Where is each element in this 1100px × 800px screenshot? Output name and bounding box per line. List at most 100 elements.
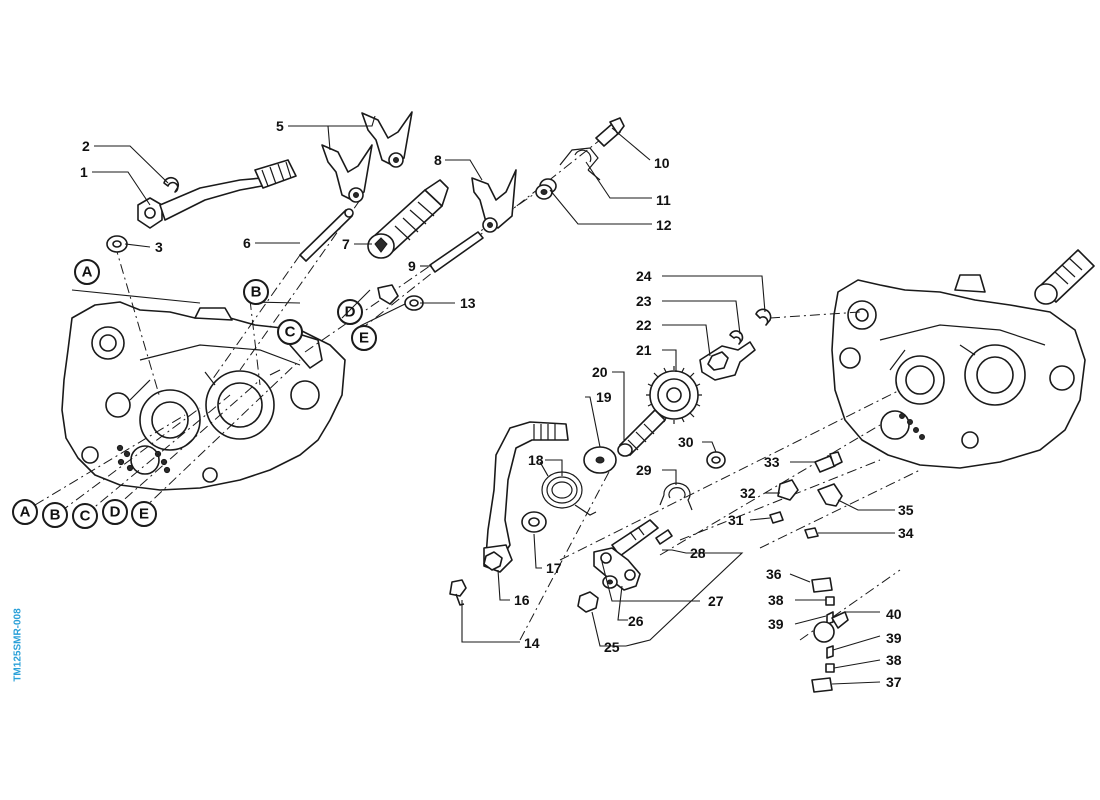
callout-33: 33 — [764, 454, 780, 470]
callout-19: 19 — [596, 389, 612, 405]
callout-25: 25 — [604, 639, 620, 655]
retaining-clip — [377, 284, 399, 305]
kickstart-lever — [483, 421, 569, 573]
callout-numbers: 1 2 3 5 6 7 8 9 10 11 12 13 14 16 17 18 … — [80, 118, 914, 690]
callout-5: 5 — [276, 118, 284, 134]
washer-26 — [602, 575, 618, 589]
callout-8: 8 — [434, 152, 442, 168]
nut-25 — [577, 591, 599, 613]
callout-7: 7 — [342, 236, 350, 252]
kickstart-return-spring — [539, 461, 597, 516]
starter-shaft-assembly — [593, 519, 659, 591]
lever-nut — [483, 551, 503, 571]
ratchet-plate — [699, 341, 756, 381]
callout-34: 34 — [898, 525, 914, 541]
left-assembly-axis-lines — [34, 139, 601, 516]
callout-40: 40 — [886, 606, 902, 622]
kickstart-gear — [646, 366, 702, 424]
bolt — [595, 117, 625, 147]
callout-23: 23 — [636, 293, 652, 309]
callout-18: 18 — [528, 452, 544, 468]
right-crankcase — [831, 274, 1086, 469]
shaft-spring — [659, 482, 693, 511]
bracket-32 — [777, 479, 799, 501]
callout-10: 10 — [654, 155, 670, 171]
callout-32: 32 — [740, 485, 756, 501]
bolt-33 — [814, 451, 843, 473]
spring-39-top — [826, 611, 834, 625]
callout-21: 21 — [636, 342, 652, 358]
callout-17: 17 — [546, 560, 562, 576]
circlip — [163, 176, 180, 193]
circlip-24 — [755, 308, 772, 326]
circlip-23 — [729, 330, 744, 345]
shift-fork-middle — [471, 169, 517, 233]
leader-lines — [92, 115, 895, 685]
callout-30: 30 — [678, 434, 694, 450]
callout-16: 16 — [514, 592, 530, 608]
pad-36 — [811, 577, 833, 593]
pad-37 — [811, 677, 833, 693]
callout-6: 6 — [243, 235, 251, 251]
spring-39-bottom — [826, 645, 834, 659]
callout-27: 27 — [708, 593, 724, 609]
left-crankcase — [61, 301, 346, 491]
letter-c-bottom: C — [80, 508, 91, 525]
callout-37: 37 — [886, 674, 902, 690]
shaft-bushing — [706, 451, 726, 469]
screw-34 — [804, 527, 819, 539]
callout-22: 22 — [636, 317, 652, 333]
callout-1: 1 — [80, 164, 88, 180]
spacer-38-bottom — [825, 663, 835, 673]
letter-b-bottom: B — [50, 507, 61, 524]
letter-e-bottom: E — [139, 506, 149, 523]
callout-31: 31 — [728, 512, 744, 528]
lever-35 — [817, 483, 843, 507]
callout-38-lower: 38 — [886, 652, 902, 668]
thrust-washer — [583, 446, 617, 474]
letter-a-top: A — [82, 264, 93, 281]
right-shift-drum — [1034, 249, 1095, 305]
lever-bolt — [449, 579, 467, 606]
callout-38-upper: 38 — [768, 592, 784, 608]
callout-26: 26 — [628, 613, 644, 629]
spring-washer — [521, 511, 547, 533]
reference-letter-group-top: A B C D E — [74, 259, 377, 351]
bushing — [535, 178, 557, 200]
cam-40 — [813, 611, 849, 643]
callout-11: 11 — [656, 192, 671, 208]
gear-shift-lever — [137, 159, 297, 229]
callout-2: 2 — [82, 138, 90, 154]
drawing-code-label: TM125SMR-008 — [4, 600, 32, 690]
washer — [106, 235, 128, 253]
drawing-code: TM125SMR-008 — [12, 608, 24, 682]
callout-14: 14 — [524, 635, 540, 651]
callout-35: 35 — [898, 502, 914, 518]
letter-d-top: D — [345, 304, 356, 321]
callout-28: 28 — [690, 545, 706, 561]
callout-39-upper: 39 — [768, 616, 784, 632]
letter-b-top: B — [251, 284, 262, 301]
callout-29: 29 — [636, 462, 652, 478]
letter-e-top: E — [359, 330, 369, 347]
shift-drum — [367, 179, 449, 259]
reference-letter-group-bottom: A B C D E — [12, 499, 157, 529]
letter-c-top: C — [285, 324, 296, 341]
shift-fork-lower — [321, 144, 373, 203]
shaft-pin — [655, 529, 673, 545]
letter-d-bottom: D — [110, 504, 121, 521]
selector-spring — [559, 147, 601, 181]
spacer-38-top — [825, 596, 835, 606]
screw-31 — [769, 511, 784, 524]
fork-shaft — [299, 208, 354, 262]
shift-fork-upper — [361, 111, 413, 168]
fork-shaft-short — [429, 231, 484, 273]
callout-24: 24 — [636, 268, 652, 284]
callout-36: 36 — [766, 566, 782, 582]
kickstart-shaft — [617, 409, 666, 457]
washer-small — [404, 295, 424, 311]
callout-13: 13 — [460, 295, 476, 311]
callout-20: 20 — [592, 364, 608, 380]
letter-a-bottom: A — [20, 504, 31, 521]
